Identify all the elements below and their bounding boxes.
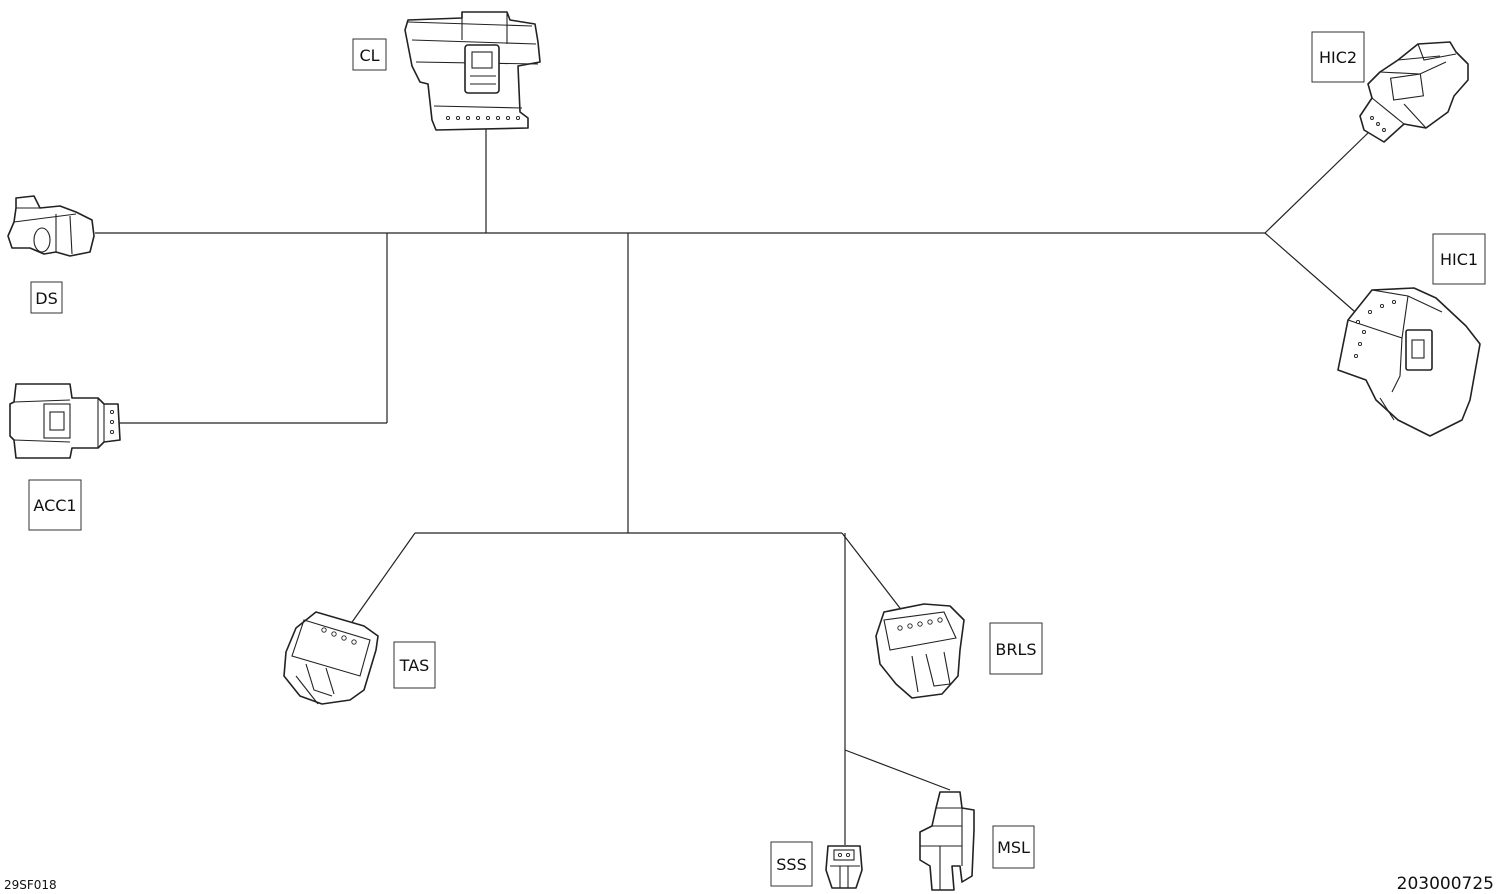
label-acc1-text: ACC1 xyxy=(33,496,76,515)
label-hic1: HIC1 xyxy=(1432,233,1486,285)
label-msl: MSL xyxy=(992,825,1035,869)
sss-connector-icon xyxy=(825,845,863,889)
ds-connector-icon xyxy=(7,195,95,257)
wire-tas xyxy=(349,532,416,626)
hic1-connector-icon xyxy=(1337,287,1481,437)
wire-brls xyxy=(841,532,904,613)
label-hic2: HIC2 xyxy=(1311,31,1365,83)
figure-code-left: 29SF018 xyxy=(4,878,57,892)
label-sss: SSS xyxy=(770,841,813,887)
label-brls-text: BRLS xyxy=(995,640,1036,659)
label-tas: TAS xyxy=(393,641,436,689)
label-ds-text: DS xyxy=(35,289,57,308)
label-ds: DS xyxy=(30,281,63,314)
label-hic1-text: HIC1 xyxy=(1440,250,1478,269)
hic2-connector-icon xyxy=(1359,41,1469,143)
label-tas-text: TAS xyxy=(399,656,430,675)
acc1-connector-icon xyxy=(9,383,121,459)
brls-connector-icon xyxy=(875,603,965,699)
label-cl-text: CL xyxy=(359,46,379,65)
label-cl: CL xyxy=(352,38,387,71)
tas-connector-icon xyxy=(283,611,379,705)
label-hic2-text: HIC2 xyxy=(1319,48,1357,67)
part-number-right: 203000725 xyxy=(1397,874,1494,894)
wire-hic1 xyxy=(1264,232,1363,319)
label-brls: BRLS xyxy=(989,622,1043,675)
label-sss-text: SSS xyxy=(776,855,806,874)
msl-connector-icon xyxy=(919,791,975,891)
label-acc1: ACC1 xyxy=(28,479,82,531)
cl-connector-icon xyxy=(404,11,541,131)
wire-msl xyxy=(844,749,951,791)
label-msl-text: MSL xyxy=(997,838,1030,857)
harness-wires xyxy=(95,120,1369,845)
wire-hic2 xyxy=(1264,132,1369,234)
